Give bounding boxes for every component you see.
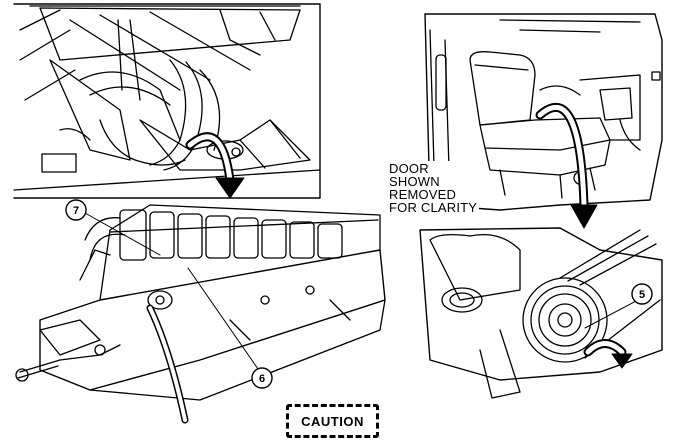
- engine-compartment-view: [13, 3, 321, 199]
- note-line-2: SHOWN: [389, 174, 440, 189]
- callout-number-7: 7: [73, 205, 79, 217]
- note-line-1: DOOR: [389, 161, 429, 176]
- rotation-arrow: [583, 339, 633, 369]
- callout-number-6: 6: [259, 373, 265, 385]
- pulley-view: [419, 227, 663, 399]
- note-line-3: REMOVED: [389, 187, 457, 202]
- callout-circle-5: [631, 283, 653, 305]
- callout-leaders: [84, 212, 641, 370]
- fuel-injector-view: [15, 204, 386, 424]
- callout-number-5: 5: [639, 289, 645, 301]
- door-removed-note: DOOR SHOWN REMOVED FOR CLARITY: [387, 161, 480, 215]
- callout-circle-7: [65, 199, 87, 221]
- curved-pointer-arrow-right: [535, 102, 598, 229]
- callout-circle-6: [251, 367, 273, 389]
- note-line-4: FOR CLARITY: [389, 200, 478, 215]
- curved-pointer-arrow-left: [185, 132, 245, 199]
- caution-label: CAUTION: [301, 413, 364, 429]
- caution-heading: CAUTION: [286, 404, 379, 438]
